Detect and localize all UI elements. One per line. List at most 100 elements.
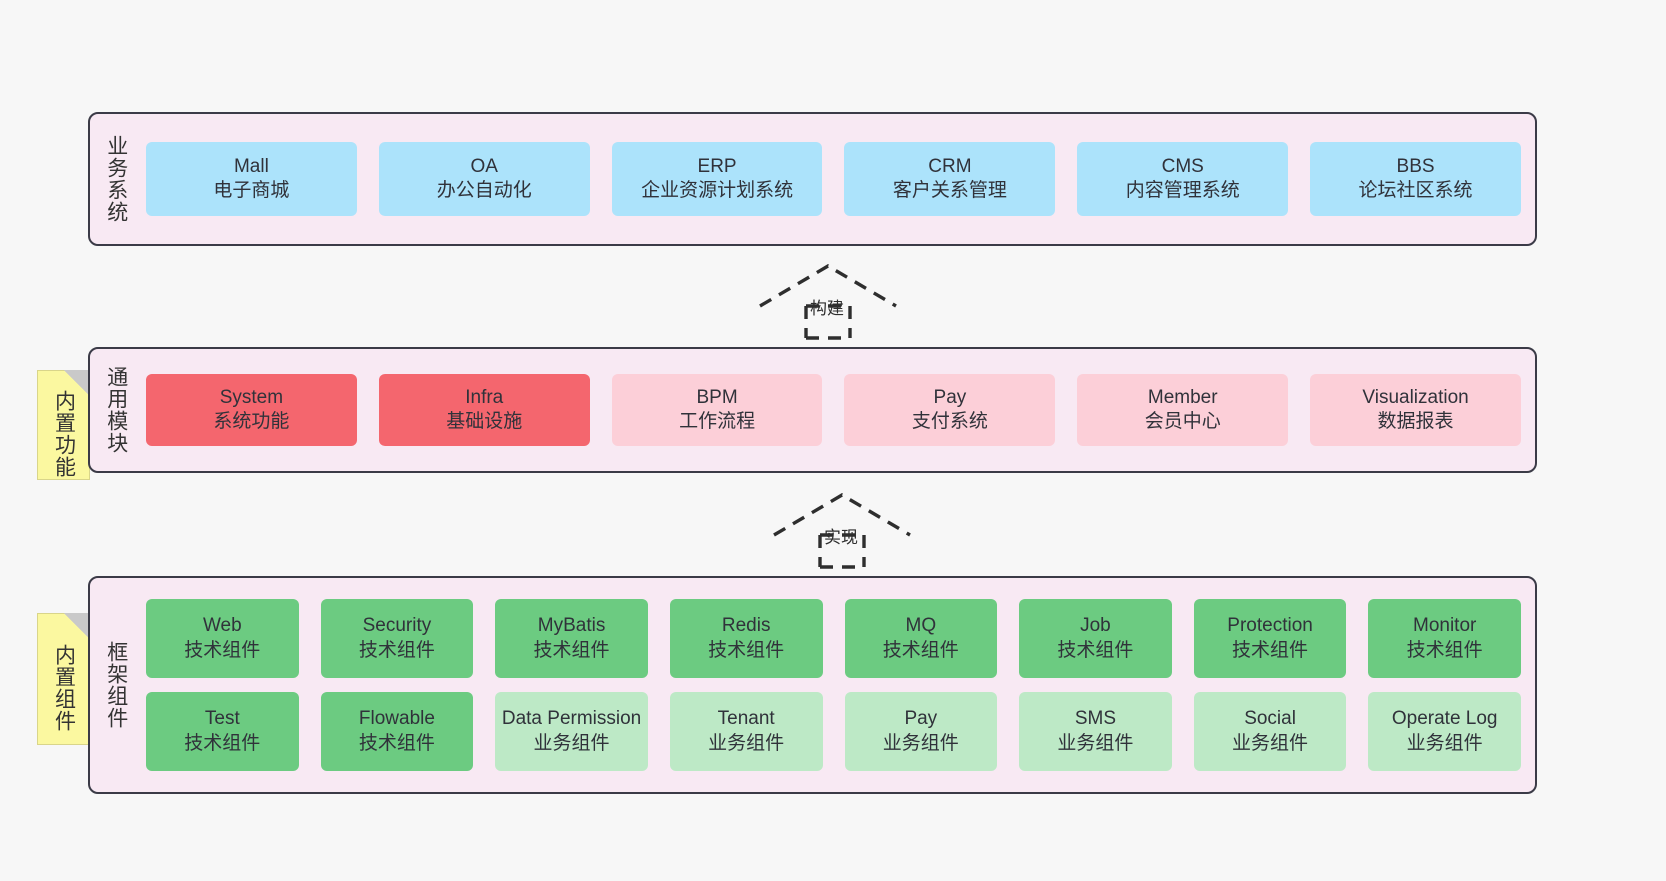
card-title: Operate Log (1391, 708, 1498, 730)
card-subtitle: 系统功能 (213, 411, 290, 432)
card-title: Infra (465, 386, 504, 408)
card-subtitle: 工作流程 (679, 411, 756, 432)
card-monitor[interactable]: Monitor 技术组件 (1368, 599, 1521, 678)
card-operate-log[interactable]: Operate Log 业务组件 (1368, 692, 1521, 771)
note-builtin-features: 内置功能 (37, 370, 90, 480)
card-subtitle: 电子商城 (213, 180, 290, 201)
card-title: Web (202, 615, 242, 637)
card-subtitle: 内容管理系统 (1125, 180, 1240, 201)
card-mq[interactable]: MQ 技术组件 (844, 599, 998, 678)
card-subtitle: 客户关系管理 (892, 180, 1007, 201)
card-title: Pay (933, 386, 967, 408)
card-crm[interactable]: CRM 客户关系管理 (844, 142, 1056, 216)
card-title: Job (1080, 615, 1111, 637)
card-data-permission[interactable]: Data Permission 业务组件 (495, 692, 648, 771)
card-subtitle: 支付系统 (911, 411, 988, 432)
card-title: ERP (697, 155, 737, 177)
layer-business-system-title: 业务系统 (104, 135, 128, 223)
card-subtitle: 业务组件 (1057, 732, 1134, 754)
card-subtitle: 办公自动化 (436, 180, 532, 201)
card-subtitle: 业务组件 (882, 732, 959, 754)
card-title: Redis (721, 615, 771, 637)
card-title: Tenant (717, 708, 775, 730)
card-title: Security (362, 615, 432, 637)
card-pay-component[interactable]: Pay 业务组件 (844, 692, 998, 771)
framework-card-row-2: Test 技术组件 Flowable 技术组件 Data Permission … (146, 692, 1521, 771)
card-system[interactable]: System 系统功能 (146, 374, 357, 446)
layer-common-module-body: System 系统功能 Infra 基础设施 BPM 工作流程 Pay 支付系统… (142, 349, 1535, 471)
card-pay-module[interactable]: Pay 支付系统 (844, 374, 1056, 446)
card-redis[interactable]: Redis 技术组件 (669, 599, 823, 678)
card-cms[interactable]: CMS 内容管理系统 (1077, 142, 1289, 216)
card-title: Social (1244, 708, 1296, 730)
card-title: Visualization (1362, 386, 1469, 408)
card-subtitle: 业务组件 (708, 732, 785, 754)
layer-common-module-title: 通用模块 (104, 366, 128, 454)
card-title: MyBatis (537, 615, 606, 637)
card-security[interactable]: Security 技术组件 (320, 599, 474, 678)
card-title: Test (204, 708, 240, 730)
card-test[interactable]: Test 技术组件 (146, 692, 299, 771)
card-member[interactable]: Member 会员中心 (1077, 374, 1289, 446)
connector-build-arrow (758, 262, 898, 340)
card-protection[interactable]: Protection 技术组件 (1193, 599, 1347, 678)
card-infra[interactable]: Infra 基础设施 (378, 374, 590, 446)
layer-business-system-body: Mall 电子商城 OA 办公自动化 ERP 企业资源计划系统 CRM 客户关系… (142, 114, 1535, 244)
card-mybatis[interactable]: MyBatis 技术组件 (495, 599, 648, 678)
card-title: Member (1147, 386, 1218, 408)
card-web[interactable]: Web 技术组件 (146, 599, 299, 678)
connector-implement-label: 实现 (824, 528, 858, 547)
card-title: BBS (1396, 155, 1435, 177)
card-title: CRM (928, 155, 972, 177)
card-subtitle: 技术组件 (708, 639, 785, 661)
layer-business-system: 业务系统 Mall 电子商城 OA 办公自动化 ERP 企业资源计划系统 CRM… (88, 112, 1537, 246)
connector-build-label: 构建 (810, 299, 844, 318)
card-subtitle: 论坛社区系统 (1358, 180, 1473, 201)
common-card-row: System 系统功能 Infra 基础设施 BPM 工作流程 Pay 支付系统… (146, 374, 1521, 446)
card-subtitle: 业务组件 (1232, 732, 1309, 754)
card-subtitle: 技术组件 (358, 732, 435, 754)
card-social[interactable]: Social 业务组件 (1193, 692, 1347, 771)
connector-implement-arrow (772, 491, 912, 569)
card-title: Mall (233, 155, 269, 177)
framework-card-row-1: Web 技术组件 Security 技术组件 MyBatis 技术组件 Redi… (146, 599, 1521, 678)
card-job[interactable]: Job 技术组件 (1019, 599, 1172, 678)
card-subtitle: 技术组件 (882, 639, 959, 661)
card-oa[interactable]: OA 办公自动化 (378, 142, 590, 216)
card-erp[interactable]: ERP 企业资源计划系统 (611, 142, 823, 216)
card-subtitle: 技术组件 (533, 639, 610, 661)
layer-framework-component: 框架组件 Web 技术组件 Security 技术组件 MyBatis 技术组件… (88, 576, 1537, 794)
card-subtitle: 业务组件 (533, 732, 610, 754)
card-subtitle: 企业资源计划系统 (641, 180, 794, 201)
card-title: CMS (1161, 155, 1204, 177)
card-subtitle: 技术组件 (358, 639, 435, 661)
card-title: Flowable (358, 708, 435, 730)
card-title: Pay (904, 708, 938, 730)
note-builtin-components: 内置组件 (37, 613, 90, 745)
layer-common-module: 通用模块 System 系统功能 Infra 基础设施 BPM 工作流程 Pay… (88, 347, 1537, 473)
card-tenant[interactable]: Tenant 业务组件 (669, 692, 823, 771)
card-subtitle: 技术组件 (1057, 639, 1134, 661)
card-subtitle: 技术组件 (184, 732, 261, 754)
card-subtitle: 技术组件 (1232, 639, 1309, 661)
card-title: System (219, 386, 284, 408)
card-title: Monitor (1413, 615, 1477, 637)
card-flowable[interactable]: Flowable 技术组件 (320, 692, 474, 771)
layer-framework-component-title: 框架组件 (104, 641, 128, 729)
card-visualization[interactable]: Visualization 数据报表 (1310, 374, 1521, 446)
card-subtitle: 技术组件 (1406, 639, 1483, 661)
business-card-row: Mall 电子商城 OA 办公自动化 ERP 企业资源计划系统 CRM 客户关系… (146, 142, 1521, 216)
card-bpm[interactable]: BPM 工作流程 (611, 374, 823, 446)
card-subtitle: 业务组件 (1406, 732, 1483, 754)
card-title: SMS (1074, 708, 1117, 730)
card-subtitle: 技术组件 (184, 639, 261, 661)
card-title: Data Permission (501, 708, 642, 730)
layer-framework-component-body: Web 技术组件 Security 技术组件 MyBatis 技术组件 Redi… (142, 578, 1535, 792)
card-title: MQ (905, 615, 937, 637)
card-title: OA (470, 155, 498, 177)
card-bbs[interactable]: BBS 论坛社区系统 (1310, 142, 1521, 216)
card-mall[interactable]: Mall 电子商城 (146, 142, 357, 216)
card-sms[interactable]: SMS 业务组件 (1019, 692, 1172, 771)
card-title: Protection (1227, 615, 1313, 637)
